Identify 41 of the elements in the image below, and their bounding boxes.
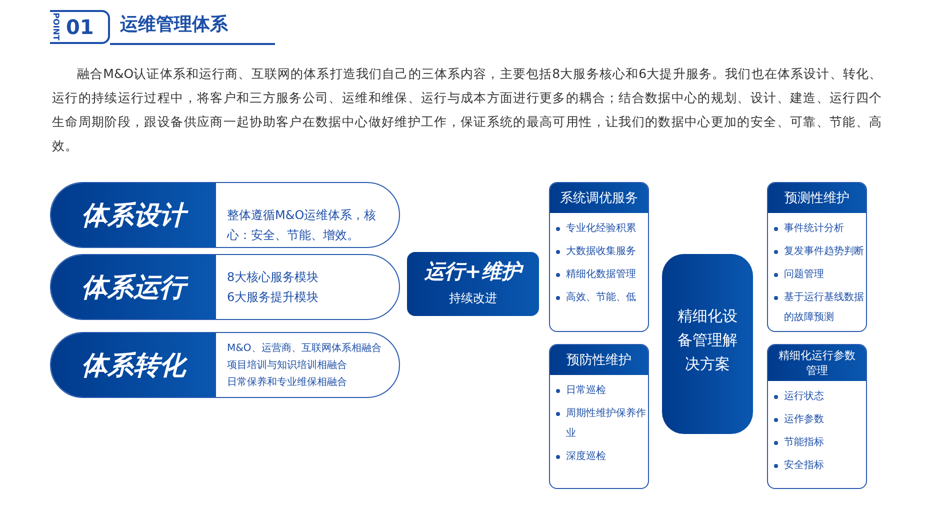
bullet-item: 基于运行基线数据的故障预测 xyxy=(784,290,864,325)
list-card xyxy=(549,344,649,489)
bullet-item: 高效、节能、低 xyxy=(566,290,637,305)
pill-text: 整体遵循M&O运维体系，核心：安全、节能、增效。 xyxy=(227,207,378,244)
bullet-item: 日常巡检 xyxy=(566,384,607,398)
list-card xyxy=(767,182,867,332)
pill-text: 日常保养和专业维保相融合 xyxy=(227,376,347,390)
page-title: 运维管理体系 xyxy=(120,13,228,36)
list-card xyxy=(767,344,867,489)
pill-heading: 体系转化 xyxy=(51,333,216,397)
badge-label: POINT xyxy=(51,12,60,40)
bullet-item: 事件统计分析 xyxy=(784,222,845,236)
pill-heading: 体系设计 xyxy=(51,183,216,247)
bullet-item: 安全指标 xyxy=(784,458,825,473)
badge-number: 01 xyxy=(66,15,94,39)
card-heading: 预防性维护 xyxy=(550,345,648,375)
bullet-item: 专业化经验积累 xyxy=(566,222,637,236)
solution-box xyxy=(662,254,753,434)
bullet-item: 复发事件趋势判断 xyxy=(784,244,864,259)
bullet-item: 运行状态 xyxy=(784,390,825,404)
bullet-item: 深度巡检 xyxy=(566,450,607,464)
bullet-item: 节能指标 xyxy=(784,436,825,450)
pill-heading: 体系运行 xyxy=(51,255,216,319)
pill-text: 8大核心服务模块 xyxy=(227,269,320,286)
card-heading: 预测性维护 xyxy=(768,183,866,213)
list-card xyxy=(549,182,649,332)
pill-text: 6大服务提升模块 xyxy=(227,289,320,306)
pill-text: M&O、运营商、互联网体系相融合 xyxy=(227,342,382,356)
card-heading: 系统调优服务 xyxy=(550,183,648,213)
card-heading: 精细化运行参数管理 xyxy=(768,345,866,381)
bullet-item: 大数据收集服务 xyxy=(566,244,637,259)
intro-paragraph: 融合M&O认证体系和运行商、互联网的体系打造我们自己的三体系内容，主要包括8大服务核心和6大提升服务。我们也在体系设计、转化、运行的持续运行过程中，将客户和三方服务公司、运维和维保、运行与成本方面进行更多的耦合；结合数据中心的规划、设计、建造、运行四个生命周期阶段，跟设备供应商一起协助客户在数据中心做好维护工作，保证系统的最高可用性，让我们的数据中心更加的安全、可靠、节能、高效。 xyxy=(52,65,882,155)
bullet-item: 周期性维护保养作业 xyxy=(566,406,646,441)
pill-text: 项目培训与知识培训相融合 xyxy=(227,358,347,372)
box-subtitle: 持续改进 xyxy=(448,290,498,307)
bullet-item: 运作参数 xyxy=(784,412,825,427)
bullet-item: 精细化数据管理 xyxy=(566,268,637,282)
bullet-item: 问题管理 xyxy=(784,268,825,282)
process-box xyxy=(407,252,539,316)
box-heading: 运行+维护 xyxy=(407,258,539,285)
box-heading: 精细化设备管理解决方案 xyxy=(676,306,738,375)
